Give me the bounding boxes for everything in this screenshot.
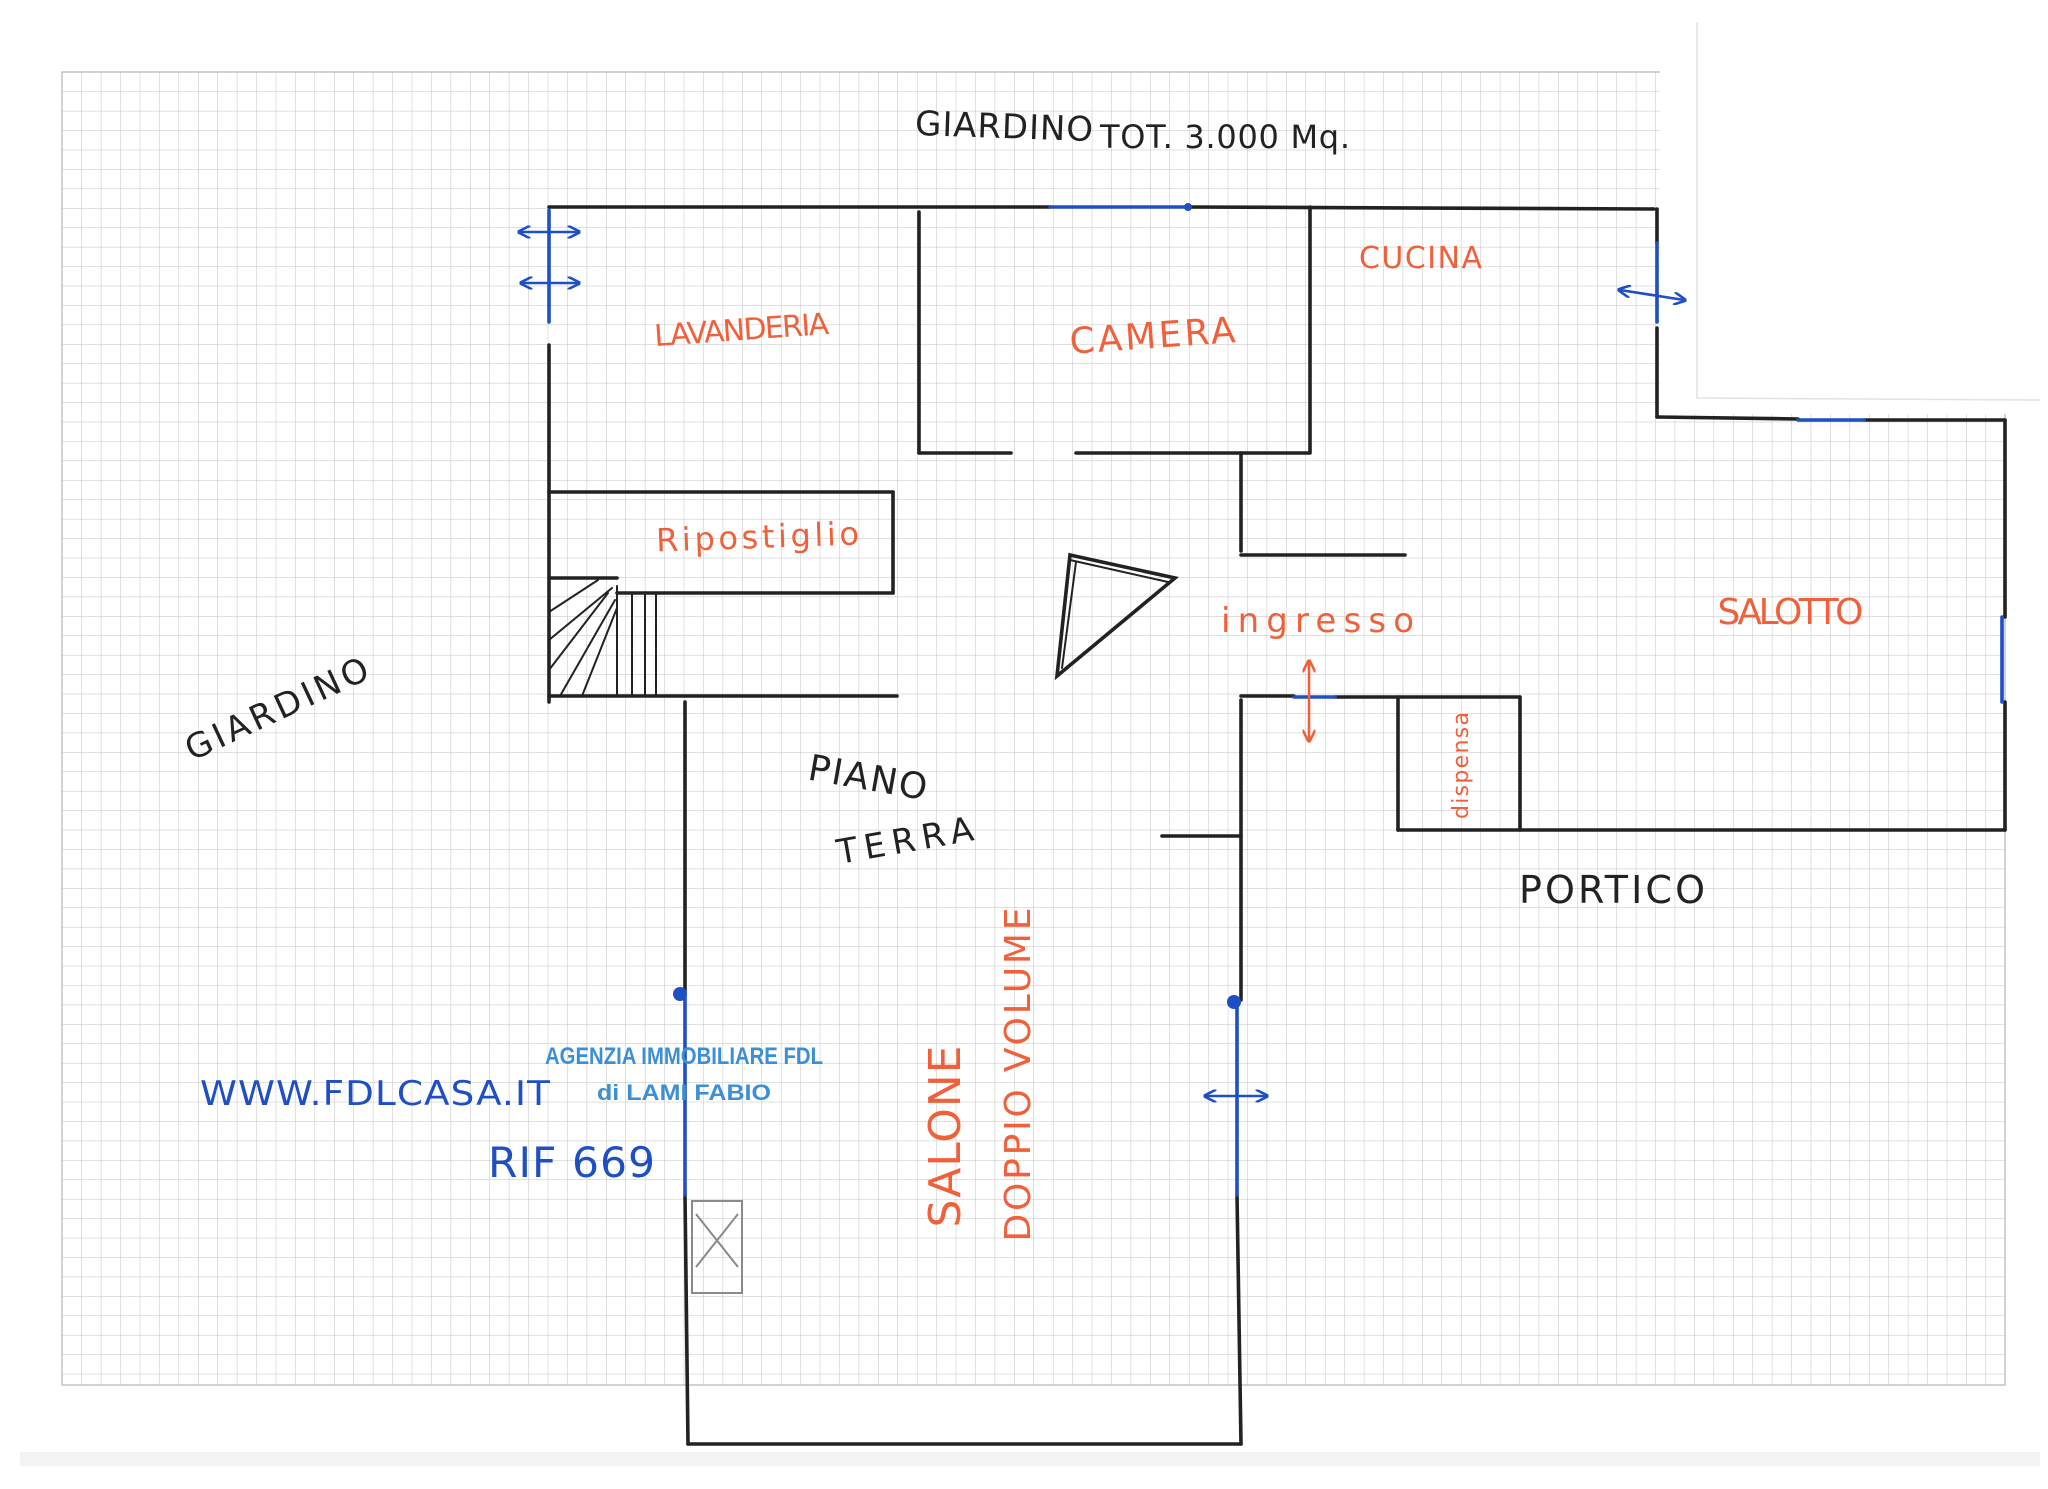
agency-stamp-line2: di LAMI FABIO bbox=[597, 1080, 771, 1105]
double-arrow-icon bbox=[1620, 290, 1684, 300]
room-label-storage: Ripostiglio bbox=[655, 514, 860, 559]
room-label-living-room: SALOTTO bbox=[1718, 592, 1865, 633]
paper-blank-corner bbox=[1660, 0, 2048, 414]
marker-dot bbox=[673, 987, 687, 1001]
room-label-kitchen: CUCINA bbox=[1359, 241, 1483, 276]
room-label-entrance: ingresso bbox=[1221, 601, 1415, 641]
wall bbox=[1186, 205, 1656, 211]
room-label-hall: SALONE bbox=[920, 1045, 971, 1228]
portico-label: PORTICO bbox=[1519, 868, 1707, 912]
paper-edge bbox=[1696, 22, 2041, 401]
listing-reference: RIF 669 bbox=[488, 1138, 656, 1187]
walls bbox=[547, 205, 2007, 1446]
marker-dot bbox=[1184, 203, 1192, 211]
garden-top-label: GIARDINO bbox=[914, 104, 1095, 150]
room-label-pantry: dispensa bbox=[1449, 711, 1474, 819]
door-arrows bbox=[520, 232, 1684, 1096]
room-label-hall-note: DOPPIO VOLUME bbox=[998, 907, 1039, 1242]
crossed-box-icon bbox=[691, 1200, 743, 1294]
wall bbox=[1655, 415, 1800, 421]
marker-dot bbox=[1227, 995, 1241, 1009]
garden-area-label: TOT. 3.000 Mq. bbox=[1099, 118, 1352, 156]
spiral-stairs-icon bbox=[547, 576, 657, 697]
agency-stamp-line1: AGENZIA IMMOBILIARE FDL bbox=[545, 1043, 823, 1070]
wall bbox=[683, 1193, 690, 1446]
door-swing-icon bbox=[1054, 552, 1179, 681]
paper-bottom-shadow bbox=[20, 1452, 2040, 1466]
wall bbox=[1235, 1193, 1243, 1446]
agency-website: WWW.FDLCASA.IT bbox=[200, 1074, 551, 1114]
